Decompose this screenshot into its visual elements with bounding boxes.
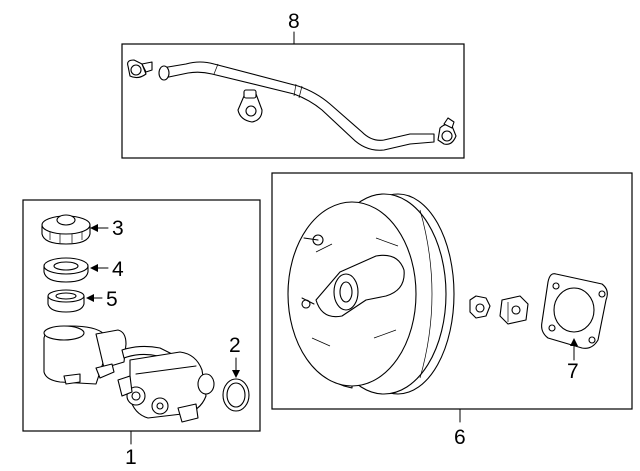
callout-7[interactable]: 7 — [567, 360, 579, 383]
booster-gasket[interactable] — [541, 273, 608, 349]
vacuum-hose-group: 8 — [121, 10, 465, 159]
o-ring[interactable] — [222, 378, 250, 412]
hose-clamp-right[interactable] — [437, 117, 457, 145]
master-cylinder-group: 1 3 4 5 — [22, 199, 261, 469]
hose-clamp-left[interactable] — [127, 59, 153, 79]
callout-1[interactable]: 1 — [125, 446, 137, 469]
clevis[interactable] — [499, 295, 529, 325]
booster-nut[interactable] — [469, 295, 491, 319]
brake-booster-group: 6 — [271, 172, 633, 449]
callout-3[interactable]: 3 — [112, 217, 124, 240]
vacuum-hose-frame — [121, 43, 465, 159]
vacuum-hose[interactable] — [161, 61, 435, 151]
reservoir-cap[interactable] — [41, 214, 91, 245]
callout-4[interactable]: 4 — [112, 258, 124, 281]
callout-5[interactable]: 5 — [106, 288, 118, 311]
check-valve[interactable] — [237, 89, 263, 123]
reservoir-seal[interactable] — [47, 289, 85, 313]
callout-6[interactable]: 6 — [454, 426, 466, 449]
callout-2[interactable]: 2 — [229, 334, 241, 357]
reservoir-filter[interactable] — [43, 257, 89, 283]
master-cylinder[interactable] — [43, 325, 215, 423]
brake-booster-frame — [271, 172, 633, 410]
brake-booster[interactable] — [287, 193, 455, 395]
master-cylinder-frame — [22, 199, 261, 432]
callout-8[interactable]: 8 — [288, 10, 300, 33]
